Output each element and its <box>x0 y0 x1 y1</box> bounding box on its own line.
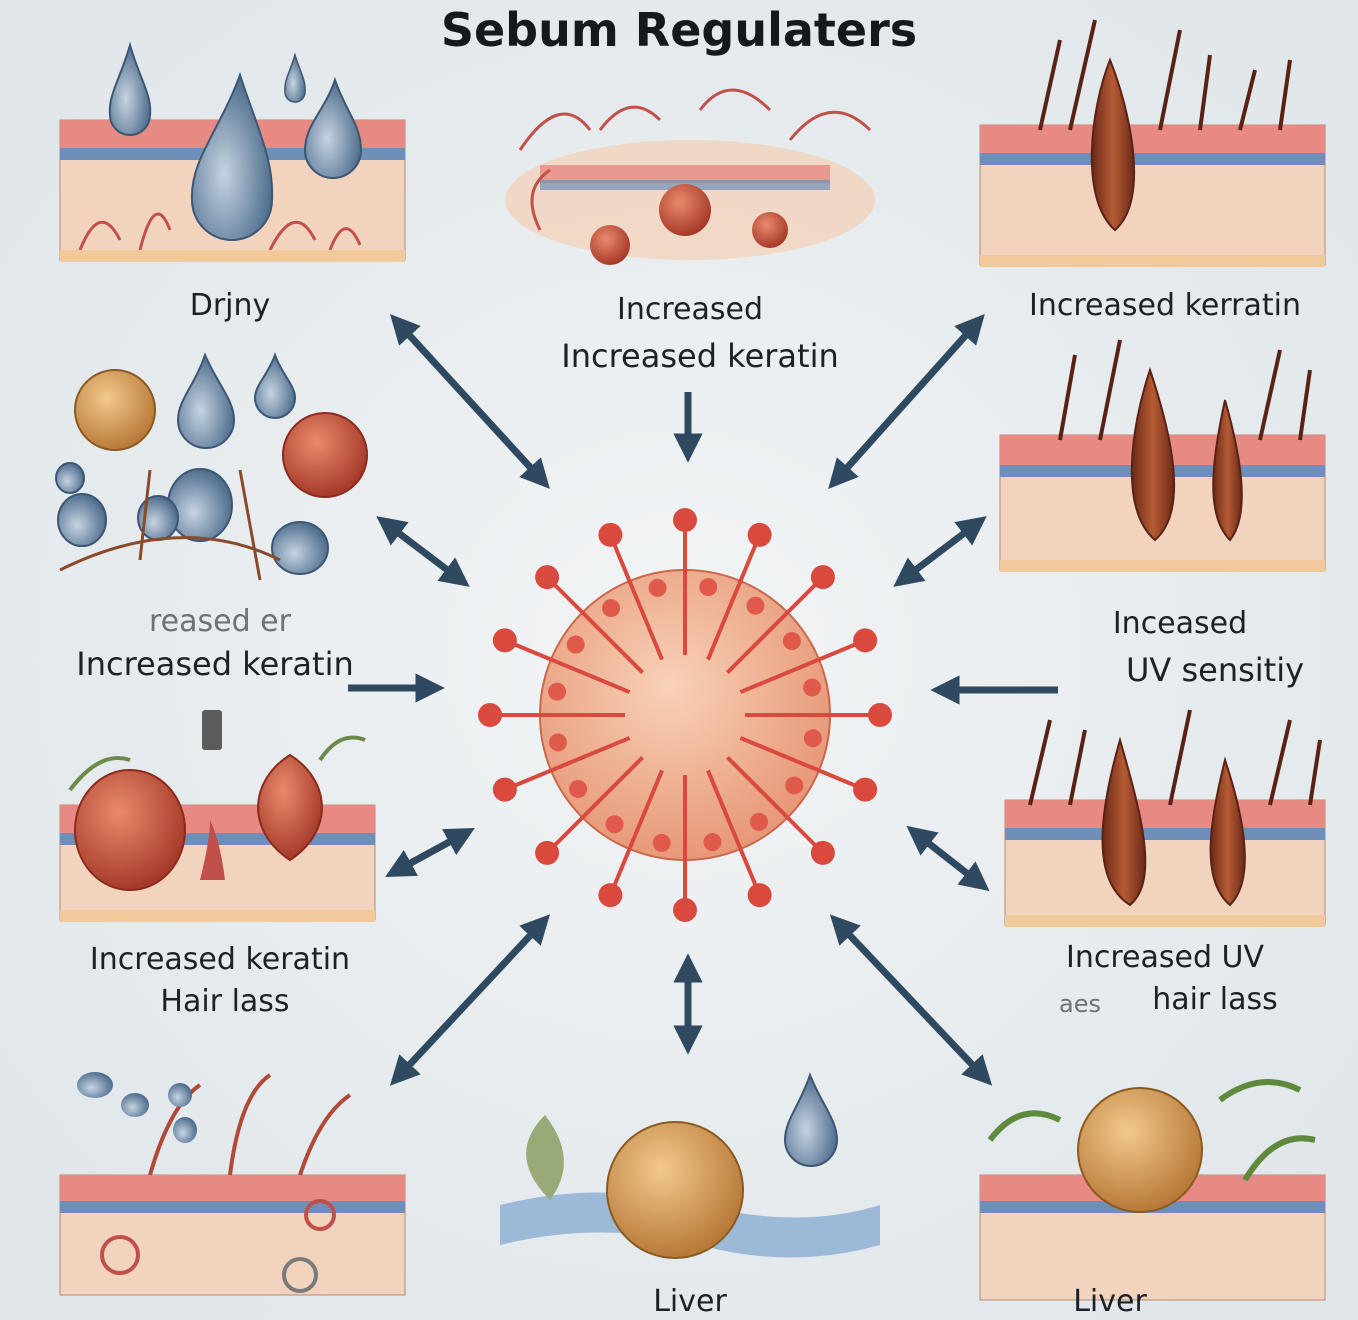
cell-branch-bud <box>746 596 765 615</box>
cell-branch-tip <box>747 883 772 908</box>
label-top-center-line1: Increased <box>616 292 763 327</box>
cell-branch-bud <box>566 635 585 654</box>
cell-branch-bud <box>605 815 624 834</box>
cell-branch <box>739 638 866 694</box>
cell-branch <box>545 575 644 674</box>
cell-branch <box>726 575 825 674</box>
cell-branch <box>739 736 866 792</box>
cell-branch-bud <box>699 578 718 597</box>
arrow-group <box>348 314 1058 1086</box>
cell-branch-tip <box>868 703 892 727</box>
cell-branch <box>504 638 631 694</box>
skin-block-bottom-left <box>59 1072 406 1296</box>
arrow <box>906 825 990 892</box>
cell-branch-bud <box>548 733 567 752</box>
label-top-left: Drjny <box>189 288 271 323</box>
cell-branch-tip <box>598 883 623 908</box>
cell-branch-bud <box>602 599 621 618</box>
cell-branch-tip <box>492 628 517 653</box>
arrow <box>390 314 550 489</box>
cell-branch-tip <box>598 522 623 547</box>
label-low-right-line1: Increased UV <box>1065 940 1265 975</box>
drop-icon <box>108 41 363 241</box>
label-low-left-line2: Hair lass <box>160 984 290 1019</box>
label-top-center-line2: Increased keratin <box>561 337 839 375</box>
label-mid-left: Increased keratin <box>76 645 354 683</box>
label-mid-right-line2: UV sensitiy <box>1125 651 1305 689</box>
arrow <box>893 516 987 587</box>
cell-cluster-mid-left <box>55 351 368 581</box>
cell-branch-bud <box>803 729 822 748</box>
cell-branch-bud <box>785 776 804 795</box>
cell-branch-tip <box>673 508 697 532</box>
cell-branch-tip <box>747 522 772 547</box>
cell-branch-tip <box>535 840 560 865</box>
label-low-right-faded: aes <box>1059 990 1101 1018</box>
skin-block-low-left <box>59 710 376 922</box>
skin-block-low-right <box>1004 709 1326 927</box>
cell-branch-bud <box>803 678 822 697</box>
label-bottom-right: Liver <box>1073 1284 1147 1319</box>
cell-branch <box>726 756 825 855</box>
cell-branch-tip <box>853 628 878 653</box>
cell-branch-bud <box>569 779 588 798</box>
arrow <box>389 914 551 1086</box>
arrow <box>385 827 475 878</box>
central-sebocyte <box>478 508 892 922</box>
page-title: Sebum Regulaters <box>440 3 918 57</box>
cell-branch <box>504 736 631 792</box>
liver-orb-bottom-center <box>500 1072 880 1259</box>
cell-branch-tip <box>673 898 697 922</box>
cell-branch <box>706 534 762 661</box>
cell-branch <box>608 769 664 896</box>
cell-branch-tip <box>478 703 502 727</box>
cell-branch-tip <box>853 777 878 802</box>
cell-branch <box>545 756 644 855</box>
skin-block-top-center <box>505 88 875 265</box>
label-low-right-line2: hair lass <box>1152 982 1278 1017</box>
skin-block-mid-right <box>999 339 1326 572</box>
liver-orb-bottom-right <box>979 1079 1326 1301</box>
label-top-right: Increased kerratin <box>1029 288 1301 323</box>
cell-branch-bud <box>548 682 567 701</box>
cell-branch-tip <box>810 840 835 865</box>
cell-branch-bud <box>703 833 722 852</box>
cell-branch-bud <box>782 632 801 651</box>
skin-block-top-right <box>979 19 1326 267</box>
cell-branch-tip <box>535 565 560 590</box>
label-bottom-center: Liver <box>653 1284 727 1319</box>
cell-branch-bud <box>652 833 671 852</box>
cell-branch <box>608 534 664 661</box>
cell-branch-tip <box>492 777 517 802</box>
cell-branch <box>706 769 762 896</box>
cell-branch-bud <box>648 578 667 597</box>
cell-branch-bud <box>749 812 768 831</box>
arrow <box>829 914 993 1086</box>
label-mid-right-line1: Inceased <box>1112 606 1248 641</box>
label-mid-left-faded: reased er <box>149 604 291 639</box>
arrow <box>828 314 985 489</box>
arrow <box>376 516 470 587</box>
label-low-left-line1: Increased keratin <box>89 942 351 977</box>
cell-branch-tip <box>810 565 835 590</box>
